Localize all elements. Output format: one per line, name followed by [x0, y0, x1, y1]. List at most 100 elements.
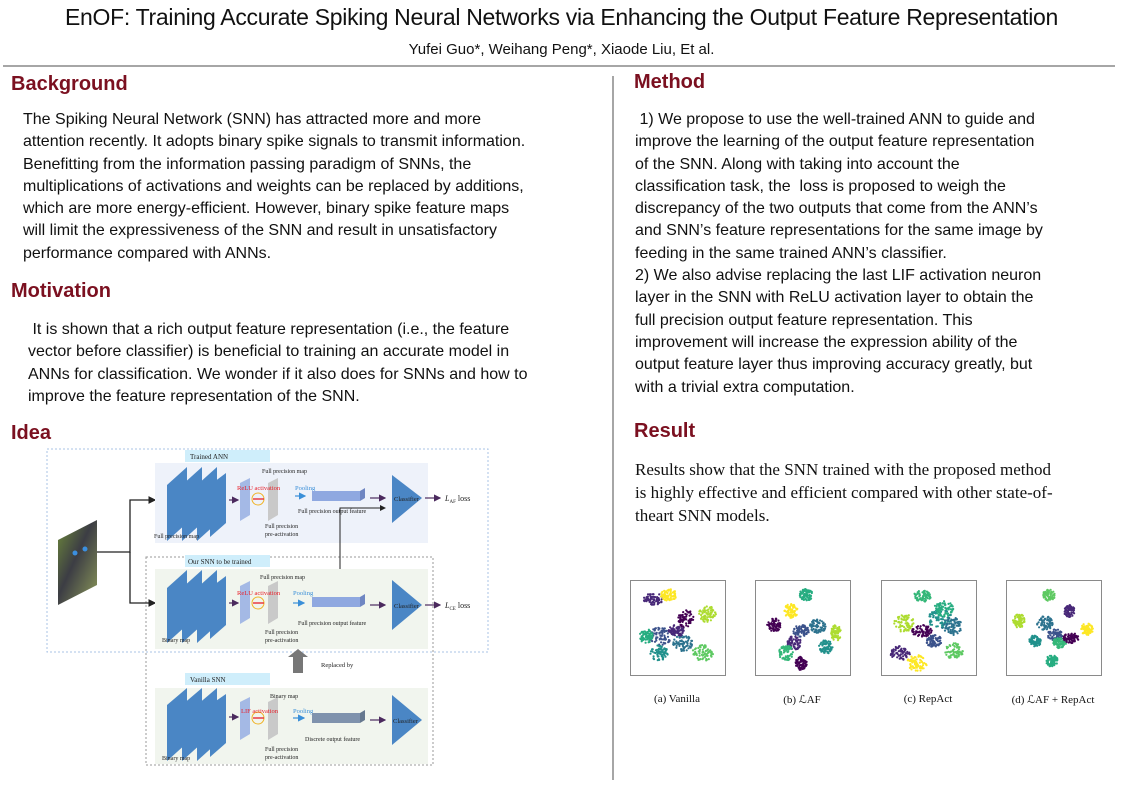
motivation-text: It is shown that a rich output feature r… [28, 321, 528, 405]
svg-text:pre-activation: pre-activation [265, 755, 298, 761]
tsne-cluster [1045, 654, 1059, 668]
tsne-cluster [1062, 632, 1080, 645]
tsne-cluster [1028, 634, 1042, 648]
tsne-cluster [660, 588, 677, 602]
vanilla-classifier [392, 695, 422, 745]
tsne-cluster [1036, 615, 1054, 631]
poster-authors: Yufei Guo*, Weihang Peng*, Xiaode Liu, E… [408, 41, 715, 58]
svg-text:Full precision output feature: Full precision output feature [298, 620, 366, 627]
tsne-panel-laf [755, 580, 851, 676]
tsne-cluster [944, 642, 964, 659]
svg-text:Replaced by: Replaced by [321, 662, 354, 669]
svg-text:pre-activation: pre-activation [265, 638, 298, 644]
tsne-cluster [794, 655, 808, 671]
tsne-cluster [1063, 604, 1076, 618]
method-text: 1) We propose to use the well-trained AN… [635, 111, 1043, 396]
tsne-cluster [925, 634, 943, 648]
header-divider [3, 65, 1115, 67]
tsne-cluster [1011, 613, 1026, 629]
tsne-cluster [798, 588, 813, 602]
our-snn-label: Our SNN to be trained [188, 558, 252, 566]
svg-text:LIF activation: LIF activation [241, 708, 279, 715]
tsne-cluster [649, 644, 669, 662]
tsne-cluster [792, 624, 810, 638]
vanilla-snn-label: Vanilla SNN [190, 676, 226, 684]
caption-repact: (c) RepAct [903, 693, 953, 705]
tsne-cluster [933, 600, 955, 618]
ann-outer-box [46, 448, 489, 653]
caption-laf-repact: (d) ℒAF + RepAct [1011, 694, 1095, 706]
svg-text:pre-activation: pre-activation [265, 532, 298, 538]
snn-outer-box [145, 556, 434, 766]
vanilla-conv-blocks [167, 688, 226, 761]
svg-text:Full precision output feature: Full precision output feature [298, 508, 366, 515]
column-divider [612, 76, 614, 780]
svg-text:Full precision: Full precision [265, 630, 298, 636]
tsne-cluster [913, 589, 932, 603]
svg-text:Full precision map: Full precision map [262, 469, 307, 475]
svg-text:Full precision: Full precision [265, 747, 298, 753]
tsne-cluster [889, 645, 911, 661]
tsne-panel-repact [881, 580, 977, 676]
svg-text:Pooling: Pooling [293, 708, 314, 715]
svg-text:ReLU activation: ReLU activation [237, 485, 281, 492]
svg-text:Pooling: Pooling [295, 485, 316, 492]
svg-text:Binary map: Binary map [270, 694, 298, 700]
tsne-panel-vanilla [630, 580, 726, 676]
result-text: Results show that the SNN trained with t… [635, 460, 1053, 525]
tsne-cluster [906, 654, 928, 672]
svg-text:Full precision: Full precision [265, 524, 298, 530]
tsne-cluster [941, 616, 962, 636]
idea-heading: Idea [11, 422, 52, 444]
background-heading: Background [11, 73, 128, 95]
caption-vanilla: (a) Vanilla [654, 693, 700, 705]
caption-laf: (b) ℒAF [783, 694, 821, 706]
svg-text:Binary map: Binary map [162, 756, 190, 762]
svg-text:ReLU activation: ReLU activation [237, 590, 281, 597]
ann-conv-blocks [167, 467, 226, 541]
ann-output-feature [312, 491, 360, 501]
tsne-cluster [672, 634, 694, 652]
svg-text:Classifier: Classifier [394, 603, 420, 610]
background-text: The Spiking Neural Network (SNN) has att… [23, 111, 526, 262]
ann-full-precision-map-label: Full precision map [154, 534, 199, 540]
tsne-cluster [677, 609, 695, 629]
result-heading: Result [634, 420, 696, 442]
tsne-cluster [808, 618, 827, 634]
svg-text:Classifier: Classifier [393, 718, 419, 725]
ann-preact-plate [240, 478, 250, 521]
tsne-cluster [1080, 622, 1094, 636]
tsne-cluster [642, 593, 664, 606]
tsne-cluster [766, 617, 782, 632]
tsne-cluster [667, 624, 685, 637]
tsne-cluster [691, 644, 714, 662]
svg-text:Full precision map: Full precision map [260, 575, 305, 581]
tsne-cluster [778, 645, 794, 662]
tsne-cluster [1042, 588, 1056, 602]
tsne-cluster [818, 639, 834, 655]
tsne-cluster [783, 603, 799, 619]
svg-text:Binary map: Binary map [162, 638, 190, 644]
input-image [58, 520, 97, 605]
idea-diagram: Trained ANN Full precision map Full prec… [46, 448, 489, 766]
method-heading: Method [634, 71, 706, 93]
trained-ann-label: Trained ANN [190, 453, 228, 461]
tsne-cluster [830, 624, 842, 642]
tsne-cluster [639, 628, 654, 644]
tsne-cluster [911, 624, 933, 638]
ann-fullmap-plate [268, 478, 278, 521]
motivation-heading: Motivation [11, 280, 111, 302]
svg-text:Discrete output feature: Discrete output feature [305, 736, 360, 743]
poster-title: EnOF: Training Accurate Spiking Neural N… [65, 4, 1058, 30]
tsne-panel-laf-repact [1006, 580, 1102, 676]
snn-conv-blocks [167, 570, 226, 643]
svg-text:Classifier: Classifier [394, 496, 420, 503]
tsne-cluster [698, 605, 717, 623]
ann-classifier [392, 475, 422, 523]
tsne-cluster [893, 614, 915, 633]
replaced-by-arrow [288, 649, 308, 673]
snn-classifier [392, 580, 422, 630]
svg-text:Pooling: Pooling [293, 590, 314, 597]
